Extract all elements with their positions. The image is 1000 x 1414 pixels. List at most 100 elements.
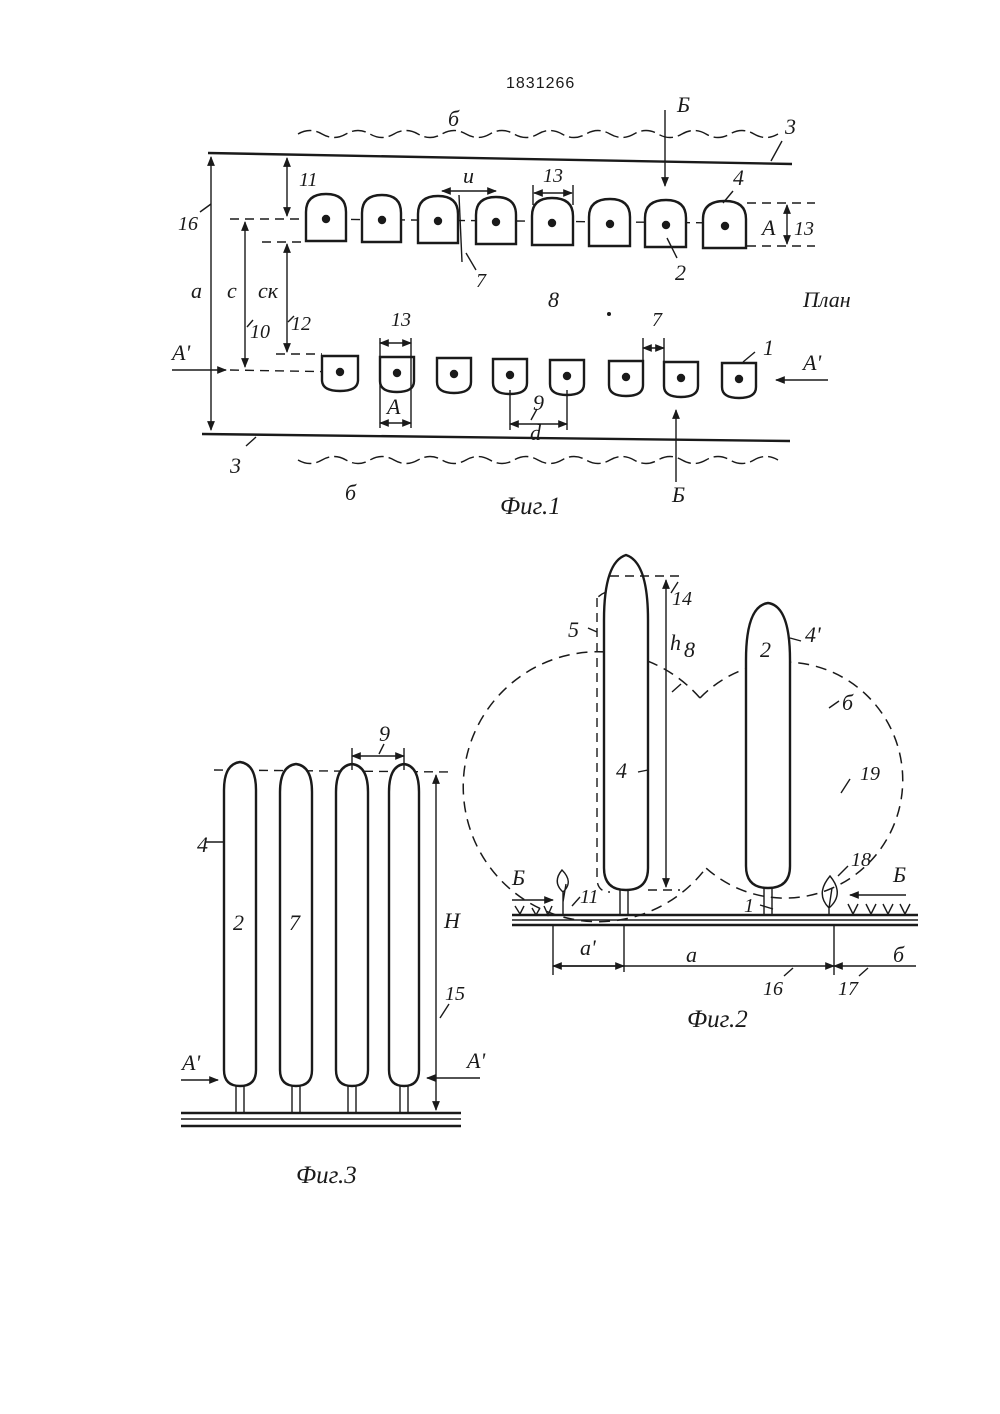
fig2-label-2: 2	[760, 637, 771, 662]
fig1-label-13-bottom: 13	[391, 309, 411, 331]
fig1-trunk-dot	[378, 216, 386, 224]
fig2-leader-4-prime	[790, 638, 801, 641]
fig2-label-14: 14	[672, 588, 692, 610]
fig3-label-A-prime-left: A'	[180, 1050, 200, 1075]
fig1-leader-16	[200, 204, 211, 212]
fig1-trunk-dot	[721, 222, 729, 230]
fig2-shrub-18	[822, 876, 837, 914]
fig1-speck	[607, 312, 611, 316]
fig2-label-a-prime: a'	[580, 935, 596, 960]
fig1-leader-1	[743, 352, 755, 362]
fig2-label-B-left: Б	[511, 865, 525, 890]
fig1-bottom-boundary-line	[202, 434, 790, 441]
fig2-label-1: 1	[744, 895, 754, 917]
fig1-label-B-bottom: Б	[671, 482, 685, 507]
fig1-label-ck: cк	[258, 278, 279, 303]
fig3-leader-15	[440, 1004, 449, 1018]
fig3-label-H: H	[443, 908, 461, 933]
fig1-label-A-bottom: A	[385, 394, 401, 419]
fig3-label-A-prime-right: A'	[465, 1048, 485, 1073]
fig1-label-1: 1	[763, 335, 774, 360]
fig1-gap-line-7	[459, 195, 462, 262]
fig2-leader-11	[572, 897, 580, 906]
fig2-label-5: 5	[568, 617, 579, 642]
fig3-tree-3	[336, 764, 368, 1086]
fig1-trunk-dot	[450, 370, 458, 378]
fig3-label-15: 15	[445, 983, 465, 1005]
fig2-grass-left	[515, 906, 552, 915]
fig2-label-17: 17	[838, 978, 859, 1000]
fig1-trunk-dot	[735, 375, 743, 383]
fig3-trunks	[236, 1086, 408, 1112]
fig2-tree-4	[604, 555, 648, 890]
fig1-label-12: 12	[291, 313, 311, 335]
fig2-label-18: 18	[851, 849, 871, 871]
fig2-section-view: 14 5 h 8 2 4' б 4 19 18 Б Б 11 1 a' a б …	[463, 555, 918, 1033]
fig2-label-11: 11	[580, 886, 599, 908]
fig1-label-a: a	[191, 278, 202, 303]
fig2-label-8: 8	[684, 637, 695, 662]
fig1-label-8: 8	[548, 287, 559, 312]
fig1-trunk-dot	[506, 371, 514, 379]
fig1-label-c: c	[227, 278, 237, 303]
fig1-top-wave	[298, 131, 778, 138]
fig2-label-4-center: 4	[616, 758, 627, 783]
fig3-caption: Фиг.3	[296, 1162, 357, 1189]
fig1-trunk-dot	[677, 374, 685, 382]
fig1-trunk-dot	[336, 368, 344, 376]
fig2-leader-18	[838, 866, 848, 876]
fig1-plan-view: б Б 3 11 u 13 4 A 13 16 7 2 8 План a c c…	[170, 92, 851, 520]
fig1-trunk-dot	[563, 372, 571, 380]
fig1-label-2: 2	[675, 260, 686, 285]
fig1-label-7-bottom: 7	[652, 309, 663, 331]
fig2-shrub-11	[557, 870, 568, 914]
fig1-label-13-right: 13	[794, 218, 814, 240]
fig1-label-A-prime-left: A'	[170, 340, 190, 365]
fig1-label-d: d	[530, 420, 542, 445]
fig1-label-3-top: 3	[784, 114, 796, 139]
fig3-label-9: 9	[379, 721, 390, 746]
fig1-trunk-dot	[548, 219, 556, 227]
fig2-label-4-prime: 4'	[805, 622, 821, 647]
fig1-caption: Фиг.1	[500, 493, 561, 520]
fig1-label-b-top: б	[448, 106, 460, 131]
fig1-top-row-trees	[306, 194, 746, 248]
fig1-leader-3-bottom	[246, 437, 256, 446]
fig1-leader-7-top	[466, 253, 476, 270]
fig1-label-13-top: 13	[543, 165, 563, 187]
fig2-crown-circle-8	[463, 652, 706, 922]
fig2-leader-16	[784, 968, 793, 976]
fig1-label-b-bottom: б	[345, 480, 357, 505]
fig2-leader-b	[829, 701, 839, 708]
fig2-caption: Фиг.2	[687, 1006, 748, 1033]
fig1-trunk-dot	[606, 220, 614, 228]
fig1-trunk-dot	[492, 218, 500, 226]
fig1-trunk-dot	[393, 369, 401, 377]
fig2-label-B-right: Б	[892, 862, 906, 887]
fig2-label-b-crown: б	[842, 690, 854, 715]
fig1-label-A-prime-right: A'	[801, 350, 821, 375]
fig1-label-16: 16	[178, 213, 198, 235]
fig2-leader-8	[672, 684, 681, 692]
fig2-leader-17	[859, 968, 868, 976]
fig1-label-11: 11	[299, 169, 318, 191]
fig2-label-h: h	[670, 630, 681, 655]
fig2-label-b-ground: б	[893, 942, 905, 967]
fig2-grass-right	[848, 904, 910, 914]
fig1-trunk-dot	[434, 217, 442, 225]
fig2-leader-1	[760, 905, 773, 909]
fig1-label-4: 4	[733, 165, 744, 190]
fig3-label-2: 2	[233, 910, 244, 935]
fig1-trunk-dot	[622, 373, 630, 381]
fig3-label-4: 4	[197, 832, 208, 857]
fig1-plan-label: План	[802, 287, 851, 312]
fig1-trunk-dot	[662, 221, 670, 229]
fig2-label-19: 19	[860, 763, 880, 785]
fig1-leader-3-top	[771, 141, 782, 161]
fig2-label-16: 16	[763, 978, 783, 1000]
fig1-label-10: 10	[250, 321, 270, 343]
fig1-label-B-top: Б	[676, 92, 690, 117]
fig2-leader-5	[588, 628, 597, 632]
